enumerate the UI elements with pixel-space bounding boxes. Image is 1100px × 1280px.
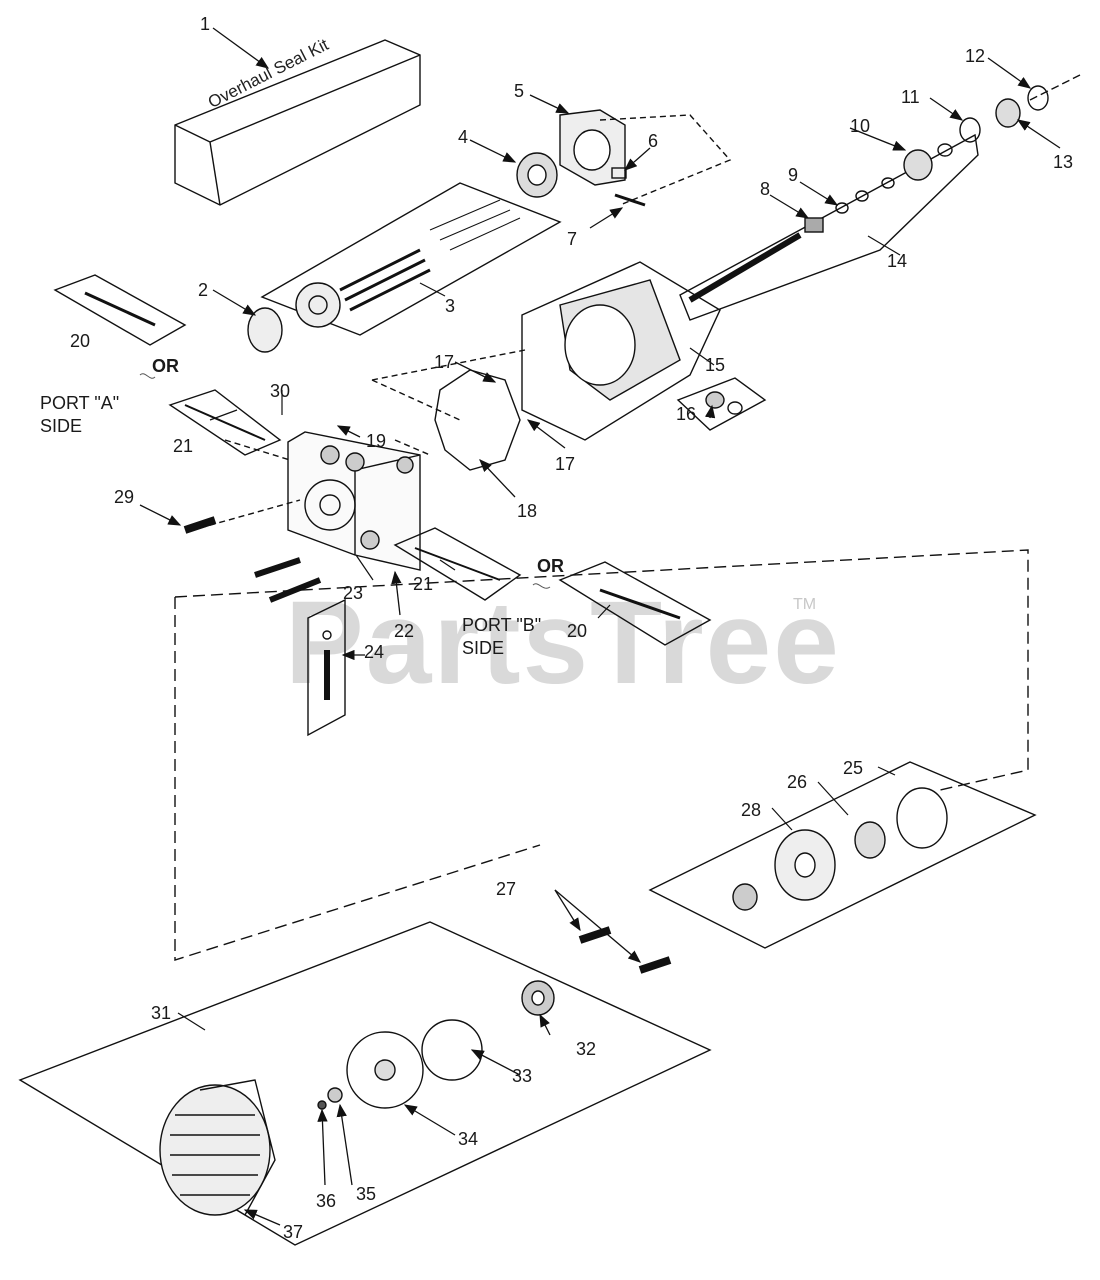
callout-22[interactable]: 22 <box>394 621 415 641</box>
retaining-ring-11 <box>959 117 981 143</box>
leader-arrows <box>139 27 1061 1226</box>
callout-1[interactable]: 1 <box>200 14 211 34</box>
callout-14[interactable]: 14 <box>887 251 908 271</box>
callout-23[interactable]: 23 <box>343 583 364 603</box>
or-label-left: OR <box>152 356 179 376</box>
callout-19[interactable]: 19 <box>366 431 387 451</box>
trademark-mark: TM <box>793 596 817 613</box>
callout-35[interactable]: 35 <box>356 1184 377 1204</box>
callout-18[interactable]: 18 <box>517 501 538 521</box>
check-valve-kit-21-left <box>168 389 282 456</box>
callout-10[interactable]: 10 <box>850 116 871 136</box>
or-label-right: OR <box>537 556 564 576</box>
callout-6[interactable]: 6 <box>648 131 659 151</box>
seal-kit-box <box>174 39 421 206</box>
callout-9[interactable]: 9 <box>788 165 799 185</box>
callout-2[interactable]: 2 <box>198 280 209 300</box>
fan-kit-31 <box>18 921 712 1246</box>
bolt-29 <box>183 516 217 534</box>
callout-21-right[interactable]: 21 <box>413 574 434 594</box>
callout-20-right[interactable]: 20 <box>567 621 588 641</box>
callout-4[interactable]: 4 <box>458 127 469 147</box>
retaining-ring-12 <box>1027 85 1049 111</box>
pin-6 <box>611 167 627 179</box>
callout-7[interactable]: 7 <box>567 229 578 249</box>
gasket-18 <box>434 369 521 471</box>
callout-37[interactable]: 37 <box>283 1222 304 1242</box>
port-b-line1: PORT "B" <box>462 615 542 635</box>
callout-25[interactable]: 25 <box>843 758 864 778</box>
port-a-line1: PORT "A" <box>40 393 120 413</box>
watermark-text: PartsTree <box>285 577 841 709</box>
port-b-label: PORT "B" SIDE <box>462 614 541 659</box>
end-cap-23 <box>287 431 421 571</box>
or-arrows <box>139 373 551 589</box>
callout-11[interactable]: 11 <box>901 87 920 107</box>
pin-27a <box>578 926 612 944</box>
callout-32[interactable]: 32 <box>576 1039 597 1059</box>
port-a-line2: SIDE <box>40 415 83 436</box>
seal-4 <box>516 152 558 198</box>
callout-21-left[interactable]: 21 <box>173 436 194 456</box>
leader-lines <box>177 235 901 1031</box>
callout-17-top[interactable]: 17 <box>434 352 455 372</box>
callout-30[interactable]: 30 <box>270 381 291 401</box>
center-housing <box>521 261 721 441</box>
callout-8[interactable]: 8 <box>760 179 771 199</box>
seal-13 <box>995 98 1021 128</box>
callout-16[interactable]: 16 <box>676 404 697 424</box>
port-a-label: PORT "A" SIDE <box>40 392 119 437</box>
thrust-washer <box>247 307 283 353</box>
callout-5[interactable]: 5 <box>514 81 525 101</box>
callout-24[interactable]: 24 <box>364 642 385 662</box>
input-shaft-kit <box>679 133 979 321</box>
callout-3[interactable]: 3 <box>445 296 456 316</box>
pin-27b <box>638 956 672 974</box>
callout-34[interactable]: 34 <box>458 1129 479 1149</box>
port-b-line2: SIDE <box>462 637 505 658</box>
callout-20-left[interactable]: 20 <box>70 331 91 351</box>
motor-end-frame-28 <box>648 761 1037 949</box>
callout-33[interactable]: 33 <box>512 1066 533 1086</box>
bolt-b <box>268 577 322 603</box>
callout-13[interactable]: 13 <box>1053 152 1074 172</box>
callout-12[interactable]: 12 <box>965 46 986 66</box>
swashplate-housing <box>559 109 626 186</box>
seal-32 <box>521 980 555 1016</box>
check-valve-kit-20-top <box>53 274 187 346</box>
bolt-a <box>254 557 301 578</box>
valve-kit-24 <box>307 598 346 737</box>
check-valve-kit-20-right <box>558 561 712 646</box>
callout-15[interactable]: 15 <box>705 355 726 375</box>
pump-cylinder-kit <box>260 182 562 336</box>
callout-28[interactable]: 28 <box>741 800 762 820</box>
callout-36[interactable]: 36 <box>316 1191 337 1211</box>
callout-31[interactable]: 31 <box>151 1003 172 1023</box>
callout-17-bottom[interactable]: 17 <box>555 454 576 474</box>
callout-26[interactable]: 26 <box>787 772 808 792</box>
pin-7 <box>614 193 646 207</box>
callout-27[interactable]: 27 <box>496 879 517 899</box>
callout-29[interactable]: 29 <box>114 487 135 507</box>
